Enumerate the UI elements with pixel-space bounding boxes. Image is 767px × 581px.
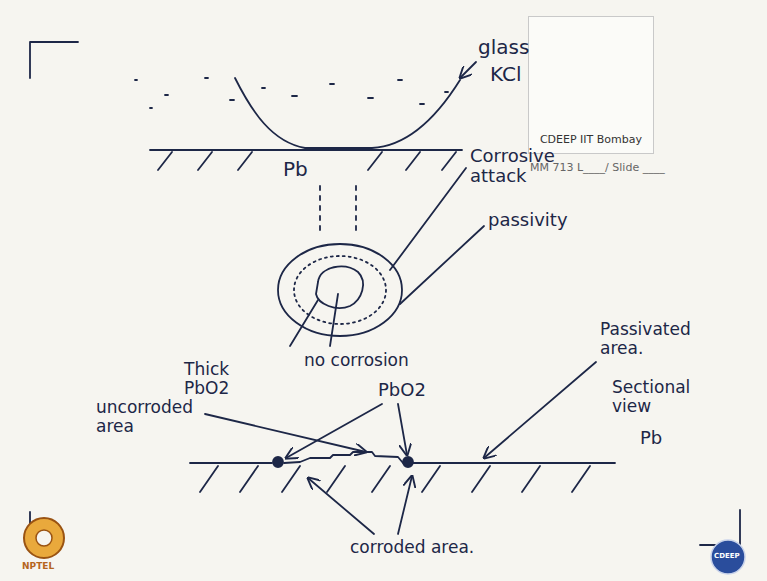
leader-line [460, 62, 476, 78]
leader-line [286, 404, 382, 458]
logo-box: CDEEP IIT Bombay [528, 16, 654, 154]
logo-text: NPTEL [22, 562, 54, 572]
zone-label: Passivated area. [600, 320, 700, 357]
leader-line [400, 226, 484, 304]
frame-corner [700, 510, 740, 545]
leader-line [330, 294, 338, 346]
slide-number: MM 713 L____/ Slide ____ [530, 162, 665, 174]
leader-line [390, 168, 466, 270]
material-label: Pb [640, 428, 662, 448]
leader-line [398, 476, 412, 534]
pbo2-deposit [403, 457, 413, 467]
uncorroded-centre [316, 267, 363, 309]
zone-label: corroded area. [350, 538, 474, 557]
view-label: Sectional view [612, 378, 708, 415]
zone-label: uncorroded area [96, 398, 208, 435]
leader-line [205, 414, 366, 452]
logo-hub [36, 530, 52, 546]
glass-outline [235, 78, 460, 148]
logo-wheel [24, 518, 64, 558]
leader-line [308, 478, 374, 534]
pbo2-deposit [273, 457, 283, 467]
corroded-ring [294, 256, 386, 324]
deposit-label: Thick PbO2 [184, 360, 246, 397]
hatching [200, 466, 590, 492]
deposit-label: PbO2 [378, 380, 426, 400]
passive-ring [278, 244, 402, 336]
zone-label: no corrosion [304, 351, 409, 370]
material-label: KCl [490, 63, 522, 85]
material-label: glass [478, 36, 529, 58]
material-label: Pb [283, 158, 308, 180]
cdeep-badge [711, 540, 745, 574]
pb-surface [150, 149, 462, 151]
nptel-logo [24, 518, 64, 558]
frame-corner [30, 42, 78, 78]
leader-line [398, 404, 407, 455]
leader-line [290, 300, 318, 346]
logo-text: CDEEP [714, 553, 740, 561]
projection-line [320, 186, 356, 236]
leader-line [484, 362, 596, 458]
kcl-dots [135, 78, 448, 108]
zone-label: passivity [488, 210, 568, 230]
